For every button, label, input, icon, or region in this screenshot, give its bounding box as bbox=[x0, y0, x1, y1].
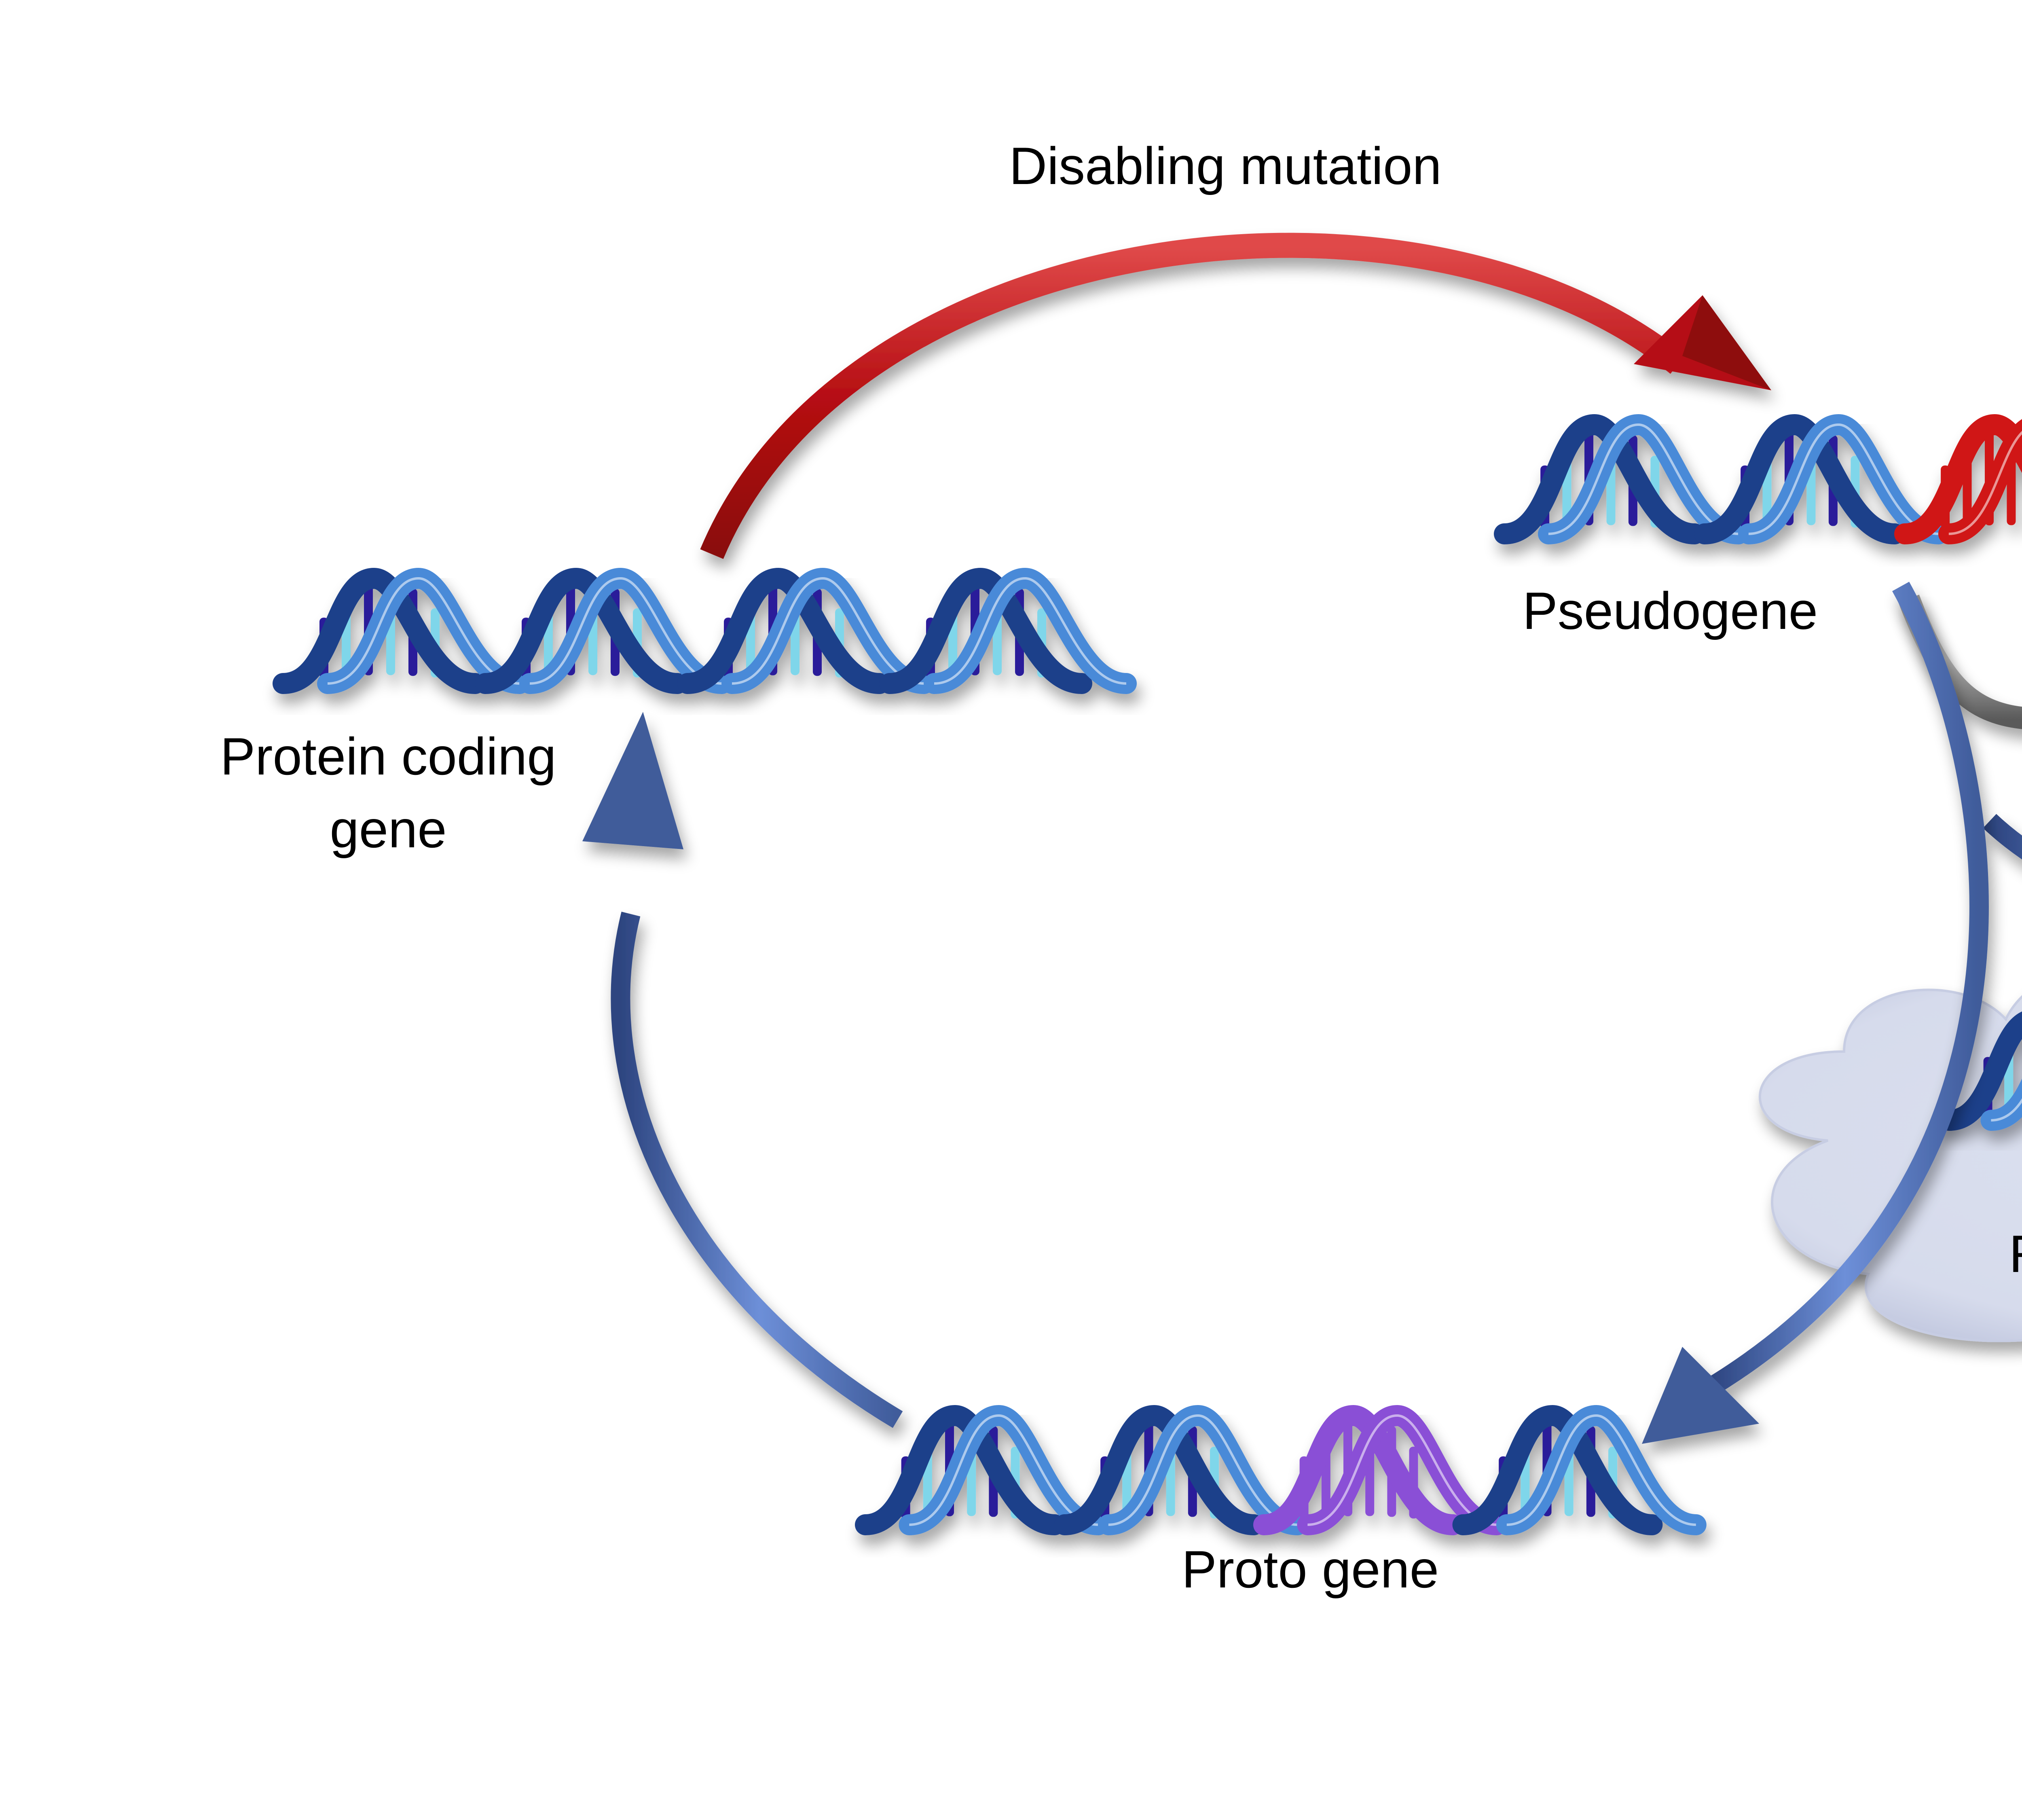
backbone-strand bbox=[1939, 1012, 2022, 1131]
proto-gene-label: Proto gene bbox=[1182, 1540, 1439, 1599]
protein-coding-gene-dna bbox=[273, 567, 1137, 694]
backbone-strand bbox=[273, 567, 486, 694]
disabling-mutation-arrow bbox=[700, 233, 1771, 559]
helix-turn bbox=[677, 567, 935, 694]
backbone-strand bbox=[475, 567, 688, 694]
backbone-strand bbox=[1452, 1405, 1663, 1535]
backbone-highlight bbox=[327, 577, 520, 685]
proto-gene-dna bbox=[855, 1405, 1707, 1535]
backbone-highlight bbox=[1748, 423, 1939, 535]
backbone-highlight bbox=[1108, 1414, 1298, 1526]
pseudogene-dna bbox=[1494, 414, 2022, 544]
backbone-strand bbox=[677, 567, 890, 694]
backbone-highlight bbox=[1548, 423, 1739, 535]
helix-turn bbox=[1054, 1405, 1308, 1535]
helix-turn bbox=[1694, 414, 1950, 544]
helix-turn bbox=[879, 567, 1137, 694]
helix-turn bbox=[1253, 1405, 1508, 1535]
pseudogene-label: Pseudogene bbox=[1523, 581, 1818, 640]
disabling-mutation-label: Disabling mutation bbox=[1009, 136, 1441, 195]
helix-turn bbox=[1452, 1405, 1707, 1535]
backbone-strand bbox=[1694, 414, 1906, 544]
backbone-highlight bbox=[934, 577, 1127, 685]
backbone-highlight bbox=[1506, 1414, 1696, 1526]
backbone-strand bbox=[879, 567, 1092, 694]
backbone-strand bbox=[1253, 1405, 1464, 1535]
proto-gene-to-protein-coding-arrow bbox=[582, 712, 903, 1428]
backbone-strand bbox=[1494, 414, 1705, 544]
backbone-strand bbox=[1894, 414, 2022, 544]
helix-turn bbox=[1939, 1012, 2022, 1131]
helix-turn bbox=[1494, 414, 1749, 544]
backbone-highlight bbox=[732, 577, 924, 685]
helix-turn bbox=[273, 567, 530, 694]
backbone-highlight bbox=[1307, 1414, 1497, 1526]
regulatory-pool-arrow bbox=[1983, 814, 2022, 859]
backbone-highlight bbox=[909, 1414, 1099, 1526]
backbone-strand bbox=[855, 1405, 1065, 1535]
backbone-highlight bbox=[1948, 431, 2022, 535]
protein-coding-gene-label-line2: gene bbox=[330, 800, 446, 859]
helix-turn bbox=[1894, 414, 2022, 544]
regulatory-pool-cloud bbox=[1758, 988, 2022, 1342]
helix-turn bbox=[475, 567, 732, 694]
pseudogene-to-proto-gene-arrow bbox=[1642, 582, 1989, 1444]
pool-dna bbox=[1939, 1012, 2022, 1131]
backbone-highlight bbox=[529, 577, 722, 685]
helix-turn bbox=[855, 1405, 1109, 1535]
backbone-strand bbox=[1054, 1405, 1265, 1535]
protein-coding-gene-label-line1: Protein coding bbox=[220, 727, 556, 786]
rna-label: RNA bbox=[2009, 1224, 2022, 1283]
